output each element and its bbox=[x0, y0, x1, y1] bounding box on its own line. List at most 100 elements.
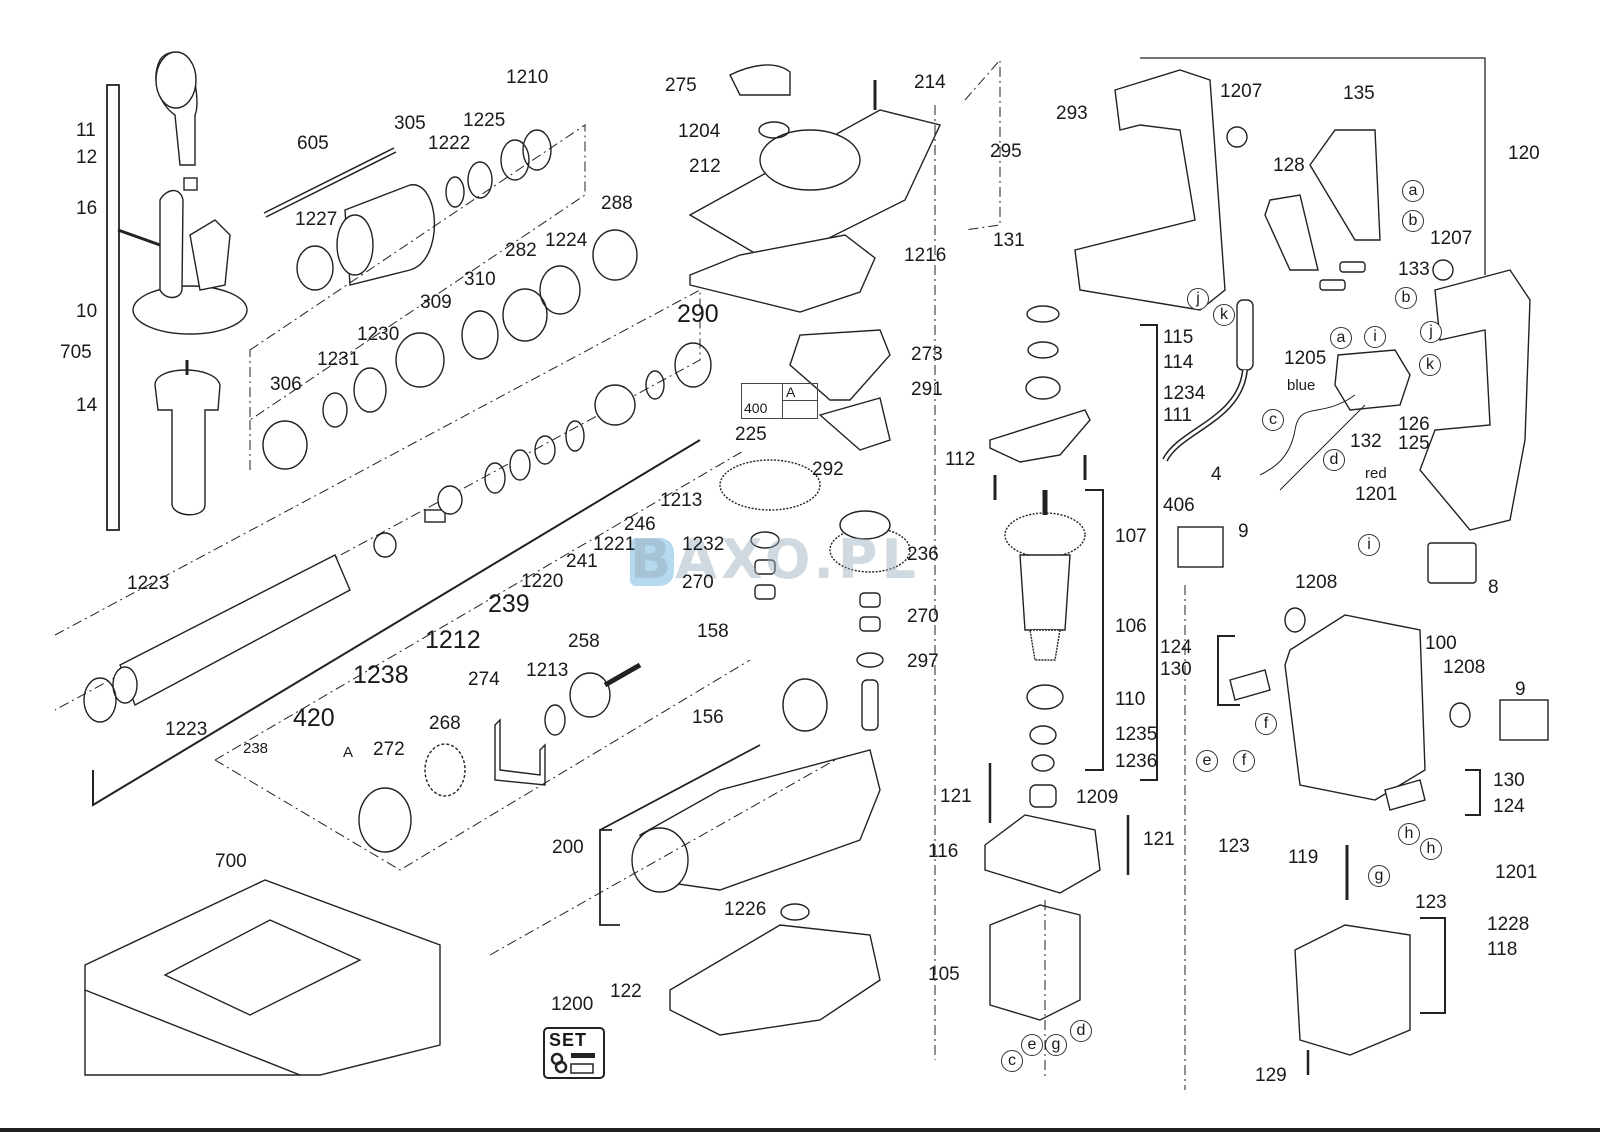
part-225-gear bbox=[719, 459, 821, 511]
callout-270-a: 270 bbox=[682, 572, 714, 593]
callout-1220: 1220 bbox=[521, 571, 564, 592]
part-11-clamp-band bbox=[155, 51, 198, 166]
callout-258: 258 bbox=[568, 631, 600, 652]
connector-c-2: c bbox=[1001, 1050, 1023, 1072]
part-1220-oring bbox=[509, 449, 531, 481]
callout-119: 119 bbox=[1288, 847, 1319, 868]
part-282-snap-ring bbox=[502, 288, 548, 342]
bracket-106 bbox=[1085, 489, 1104, 771]
reference-box-400: 400 A bbox=[741, 383, 818, 419]
side-handle-bracket bbox=[106, 84, 120, 531]
part-1231-washer bbox=[322, 392, 348, 428]
bracket-420 bbox=[92, 439, 701, 807]
part-1226-bearing bbox=[780, 903, 810, 921]
part-100-motor-housing bbox=[1284, 614, 1426, 801]
set-label: SET bbox=[549, 1030, 588, 1050]
callout-293: 293 bbox=[1056, 103, 1088, 124]
part-1235-bearing bbox=[1029, 725, 1057, 745]
part-1210-seal-b bbox=[522, 129, 552, 171]
part-120-handle bbox=[1074, 69, 1226, 311]
part-1222-ring bbox=[445, 176, 465, 208]
callout-272: 272 bbox=[373, 739, 405, 760]
callout-275: 275 bbox=[665, 75, 697, 96]
part-132-switch bbox=[1334, 349, 1411, 411]
bracket-200 bbox=[599, 744, 761, 926]
callout-9-b: 9 bbox=[1515, 679, 1526, 700]
callout-1224: 1224 bbox=[545, 230, 588, 251]
part-273-bracket bbox=[789, 329, 891, 401]
part-1205-cable bbox=[1162, 299, 1254, 462]
callout-1209: 1209 bbox=[1076, 787, 1119, 808]
part-309-spring bbox=[395, 332, 445, 388]
callout-131: 131 bbox=[993, 230, 1025, 251]
connector-b-2: b bbox=[1395, 287, 1417, 309]
callout-1207-b: 1207 bbox=[1430, 228, 1473, 249]
callout-1205: 1205 bbox=[1284, 348, 1327, 369]
connector-g-1: g bbox=[1368, 865, 1390, 887]
callout-705: 705 bbox=[60, 342, 92, 363]
wire-label-red: red bbox=[1365, 465, 1387, 482]
callout-8: 8 bbox=[1488, 577, 1499, 598]
connector-i-1: i bbox=[1364, 326, 1386, 348]
callout-4: 4 bbox=[1211, 464, 1222, 485]
callout-124-b: 124 bbox=[1493, 796, 1525, 817]
connector-h-2: h bbox=[1420, 838, 1442, 860]
callout-1232: 1232 bbox=[682, 534, 725, 555]
part-297-washer bbox=[856, 652, 884, 668]
callout-1225: 1225 bbox=[463, 110, 506, 131]
part-128-clamp bbox=[1264, 194, 1319, 271]
callout-123-a: 123 bbox=[1218, 836, 1250, 857]
callout-121-a: 121 bbox=[940, 786, 972, 807]
part-1204-oring bbox=[758, 121, 790, 139]
callout-238: 238 bbox=[243, 740, 269, 757]
callout-1200: 1200 bbox=[551, 994, 594, 1015]
part-305-cover bbox=[336, 184, 436, 286]
part-1224-spring-ring bbox=[539, 265, 581, 315]
callout-100: 100 bbox=[1425, 633, 1457, 654]
bracket-118 bbox=[1420, 917, 1446, 1014]
callout-1235: 1235 bbox=[1115, 724, 1158, 745]
part-135-switch-cover bbox=[1309, 129, 1381, 241]
connector-f-2: f bbox=[1233, 750, 1255, 772]
bracket-406 bbox=[1140, 324, 1158, 781]
part-700-case bbox=[84, 879, 441, 1076]
callout-246: 246 bbox=[624, 514, 656, 535]
ref-box-letter: A bbox=[786, 384, 796, 400]
part-1208-damper-a bbox=[1284, 607, 1306, 633]
part-107-armature bbox=[1004, 490, 1086, 661]
part-268-clutch-gear bbox=[424, 743, 466, 797]
part-270-bearing-b bbox=[754, 584, 776, 600]
part-310-sleeve bbox=[461, 310, 499, 360]
callout-122: 122 bbox=[610, 981, 642, 1002]
connector-c-1: c bbox=[1262, 409, 1284, 431]
connector-e-2: e bbox=[1021, 1034, 1043, 1056]
callout-11: 11 bbox=[76, 120, 96, 141]
part-115-disc bbox=[1026, 305, 1060, 323]
part-118-end-cap bbox=[1294, 924, 1411, 1056]
part-9-label-b bbox=[1499, 699, 1549, 741]
callout-241: 241 bbox=[566, 551, 598, 572]
part-120-housing-half bbox=[1419, 269, 1531, 531]
part-1210-seal-a bbox=[500, 139, 530, 181]
callout-1226: 1226 bbox=[724, 899, 767, 920]
set-parts-icon bbox=[550, 1052, 595, 1074]
part-270-bearing-c bbox=[859, 592, 881, 608]
callout-107: 107 bbox=[1115, 526, 1147, 547]
wire-label-blue: blue bbox=[1287, 377, 1316, 394]
connector-k-1: k bbox=[1419, 354, 1441, 376]
part-1213b-oring bbox=[544, 704, 566, 736]
callout-121-b: 121 bbox=[1143, 829, 1175, 850]
ref-box-divider bbox=[782, 384, 783, 418]
callout-290: 290 bbox=[677, 300, 719, 328]
callout-105: 105 bbox=[928, 964, 960, 985]
callout-128: 128 bbox=[1273, 155, 1305, 176]
bracket-130-124-a bbox=[1217, 635, 1240, 706]
part-12-nut bbox=[183, 177, 198, 191]
callout-A: A bbox=[343, 744, 354, 761]
callout-288: 288 bbox=[601, 193, 633, 214]
callout-1231: 1231 bbox=[317, 349, 360, 370]
service-set-icon: SET bbox=[543, 1027, 605, 1079]
callout-239: 239 bbox=[488, 590, 530, 618]
callout-309: 309 bbox=[420, 292, 452, 313]
